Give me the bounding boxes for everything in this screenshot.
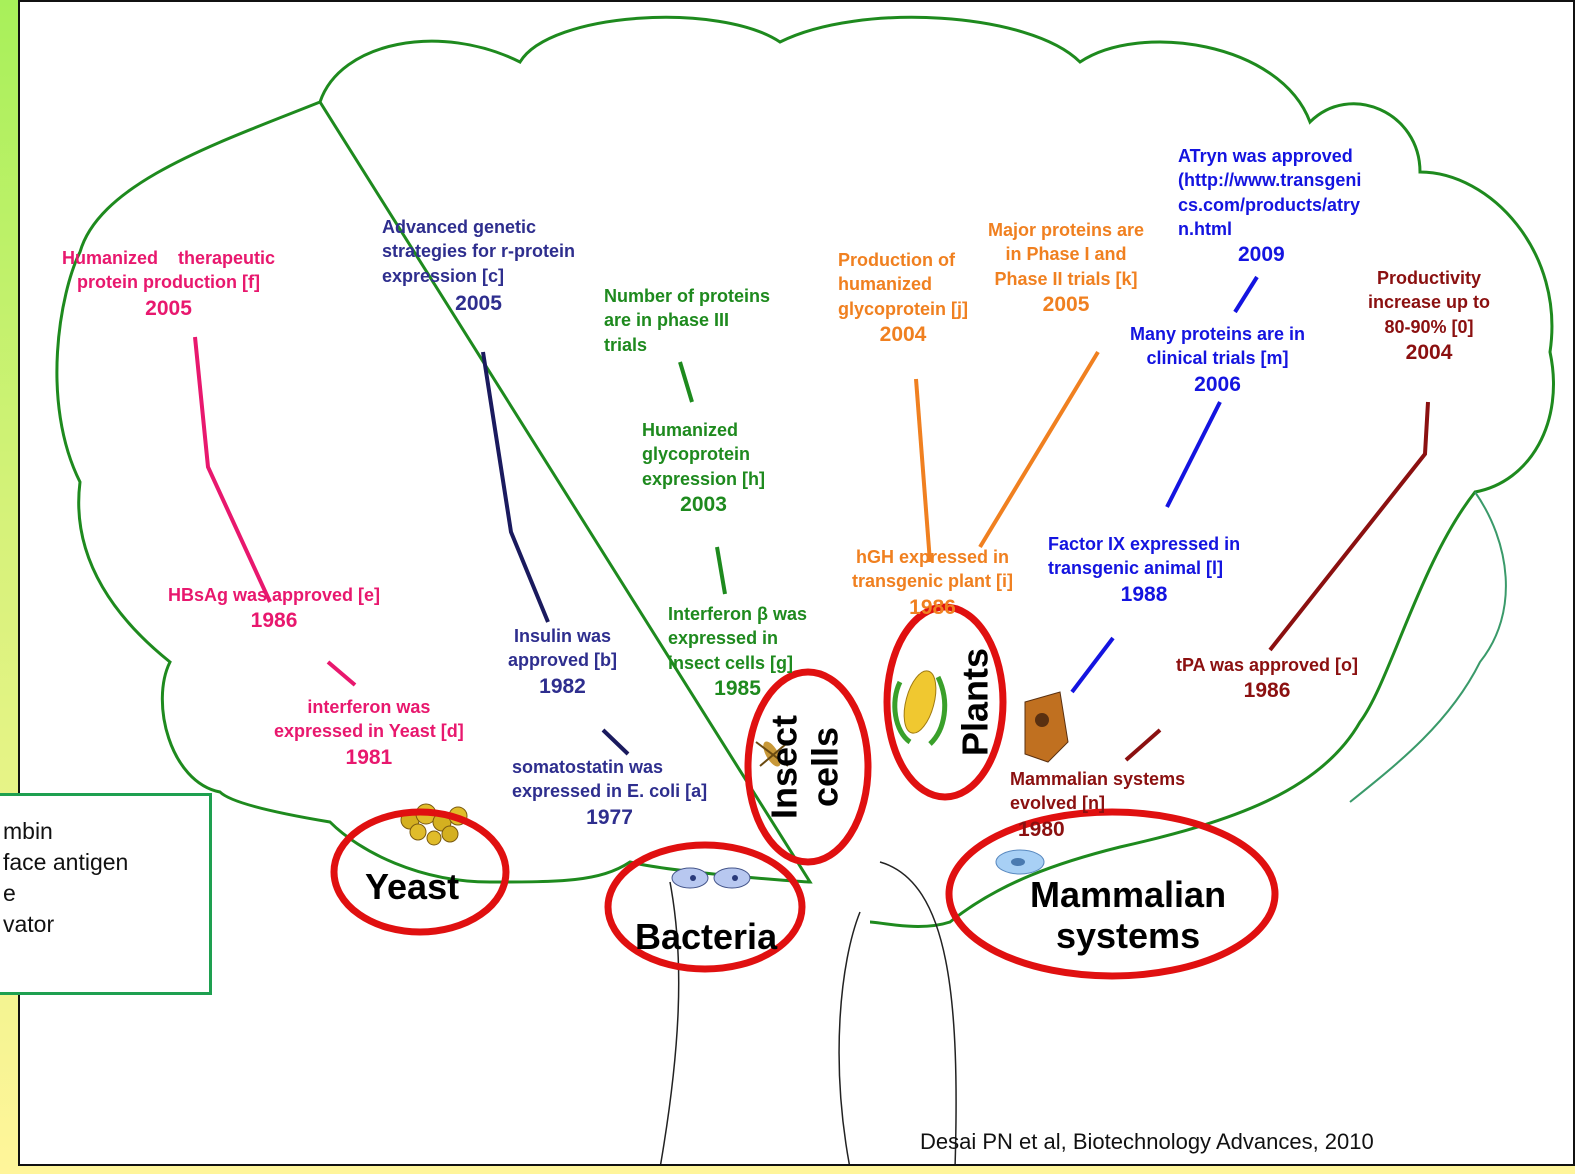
tree-canopy bbox=[55, 15, 1555, 928]
label-somatostatin: somatostatin was expressed in E. coli [a… bbox=[512, 757, 708, 829]
label-hbsag-approved: HBsAg was approved [e] 1986 bbox=[168, 585, 381, 633]
system-mammalian: Mammalian systems bbox=[1030, 874, 1227, 957]
mammal-cell-illustration bbox=[995, 849, 1045, 875]
yeast-circle bbox=[330, 808, 510, 936]
bacteria-illustration bbox=[671, 867, 751, 889]
mammalian-circle bbox=[945, 808, 1279, 980]
animal-illustration bbox=[1024, 691, 1069, 763]
label-advanced-genetic: Advanced genetic strategies for r-protei… bbox=[382, 217, 576, 315]
legend-item-3: e bbox=[3, 880, 16, 906]
legend-item-2: face antigen bbox=[3, 849, 129, 875]
plants-circle bbox=[883, 603, 1007, 801]
corn-illustration bbox=[892, 670, 948, 746]
system-yeast: Yeast bbox=[365, 866, 460, 907]
insect-illustration bbox=[755, 741, 789, 767]
label-atryn-approved: ATryn was approved (http://www.transgeni… bbox=[1178, 146, 1362, 267]
label-tpa-approved: tPA was approved [o] 1986 bbox=[1176, 655, 1359, 703]
system-bacteria: Bacteria bbox=[635, 916, 778, 957]
connector-maroon-upper bbox=[1268, 401, 1430, 652]
connector-maroon-lower bbox=[1124, 728, 1162, 762]
label-humanized-therapeutic: Humanized therapeutic protein production… bbox=[62, 248, 276, 320]
tree-canopy-right-accent bbox=[1349, 491, 1507, 803]
bacteria-circle bbox=[604, 841, 806, 973]
connector-blue-lower bbox=[1070, 636, 1115, 694]
connector-navy-lower bbox=[601, 728, 630, 756]
connector-blue-middle bbox=[1165, 401, 1222, 508]
system-insect-cells: Insect cells bbox=[763, 714, 846, 820]
label-production-humanized-glycoprotein: Production of humanized glycoprotein [j]… bbox=[838, 250, 968, 346]
label-many-proteins-clinical: Many proteins are in clinical trials [m]… bbox=[1130, 324, 1306, 396]
label-productivity-increase: Productivity increase up to 80-90% [0] 2… bbox=[1368, 268, 1491, 364]
legend-item-4: vator bbox=[3, 911, 55, 937]
tree-trunk-right bbox=[879, 861, 957, 1164]
tree-trunk-left bbox=[659, 881, 680, 1164]
legend-item-1: mbin bbox=[3, 818, 53, 844]
tree-drawing bbox=[55, 15, 1555, 1164]
label-interferon-yeast: interferon was expressed in Yeast [d] 19… bbox=[274, 697, 464, 769]
label-mammalian-evolved: Mammalian systems evolved [n] 1980 bbox=[1010, 769, 1186, 841]
label-phase-three: Number of proteins are in phase III tria… bbox=[604, 286, 771, 355]
label-interferon-beta: Interferon β was expressed in insect cel… bbox=[668, 604, 808, 700]
legend-box: mbin face antigen e vator bbox=[0, 793, 212, 995]
connector-orange-2 bbox=[978, 350, 1100, 549]
connector-green-upper bbox=[678, 361, 694, 403]
label-major-proteins: Major proteins are in Phase I and Phase … bbox=[988, 220, 1145, 316]
connector-green-lower bbox=[715, 546, 727, 595]
tree-trunk-middle bbox=[838, 911, 861, 1164]
connector-blue-top bbox=[1233, 275, 1259, 314]
system-plants: Plants bbox=[954, 647, 996, 757]
label-humanized-glycoprotein-expression: Humanized glycoprotein expression [h] 20… bbox=[642, 420, 766, 516]
insect-cells-circle bbox=[744, 668, 872, 866]
connector-orange-1 bbox=[914, 378, 932, 563]
label-hgh-transgenic-plant: hGH expressed in transgenic plant [i] 19… bbox=[852, 547, 1014, 619]
label-insulin-approved: Insulin was approved [b] 1982 bbox=[508, 626, 618, 698]
connector-pink-upper bbox=[193, 336, 272, 603]
citation: Desai PN et al, Biotechnology Advances, … bbox=[920, 1129, 1374, 1154]
label-factor-ix: Factor IX expressed in transgenic animal… bbox=[1048, 534, 1241, 606]
diagram-canvas: Humanized therapeutic protein production… bbox=[18, 0, 1575, 1166]
connector-navy-upper bbox=[481, 351, 550, 623]
connector-pink-lower bbox=[326, 660, 357, 687]
